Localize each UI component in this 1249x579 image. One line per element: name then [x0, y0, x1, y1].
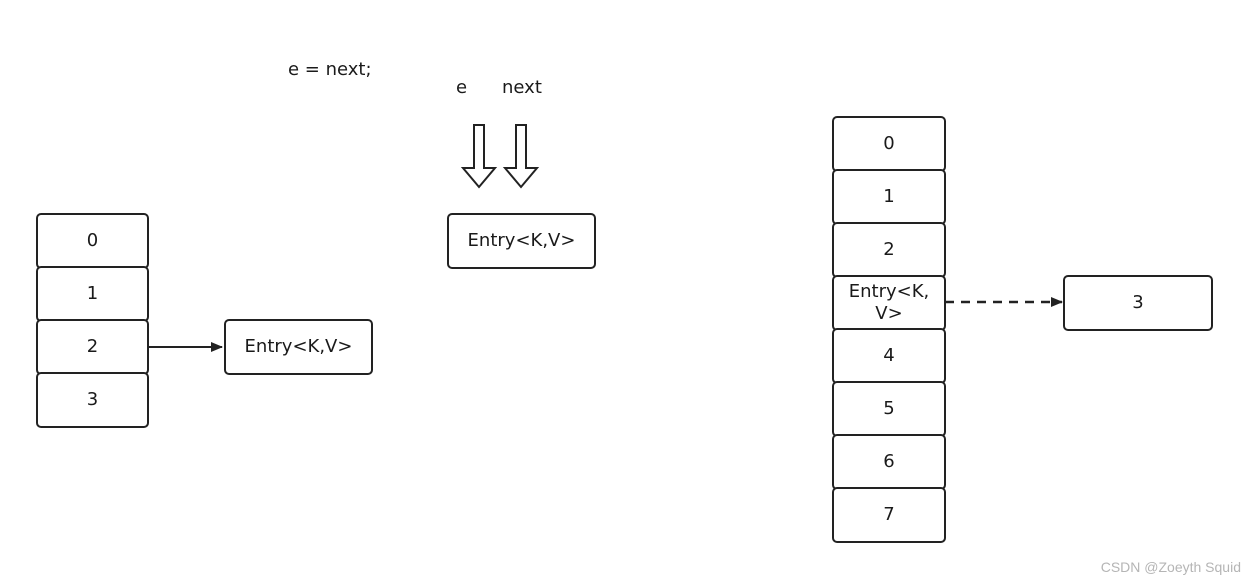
left-table-cell-2: 2	[36, 319, 149, 375]
left-entry-node: Entry<K,V>	[224, 319, 373, 375]
left-table-cell-0: 0	[36, 213, 149, 269]
watermark: CSDN @Zoeyth Squid	[1100, 559, 1241, 575]
right-table-cell-5: 5	[832, 381, 946, 437]
middle-entry-node: Entry<K,V>	[447, 213, 596, 269]
right-table-cell-6: 6	[832, 434, 946, 490]
left-table-cell-1: 1	[36, 266, 149, 322]
right-table-cell-2: 2	[832, 222, 946, 278]
left-table-cell-3: 3	[36, 372, 149, 428]
next-pointer-arrow-icon	[502, 124, 540, 189]
right-table-cell-1: 1	[832, 169, 946, 225]
right-table-cell-3: Entry<K, V>	[832, 275, 946, 331]
right-table-cell-0: 0	[832, 116, 946, 172]
e-pointer-arrow-icon	[460, 124, 498, 189]
right-entry-node: 3	[1063, 275, 1213, 331]
code-statement: e = next;	[288, 59, 372, 80]
e-pointer-label: e	[456, 77, 468, 98]
right-table-cell-7: 7	[832, 487, 946, 543]
right-table-cell-4: 4	[832, 328, 946, 384]
next-pointer-label: next	[502, 77, 542, 98]
